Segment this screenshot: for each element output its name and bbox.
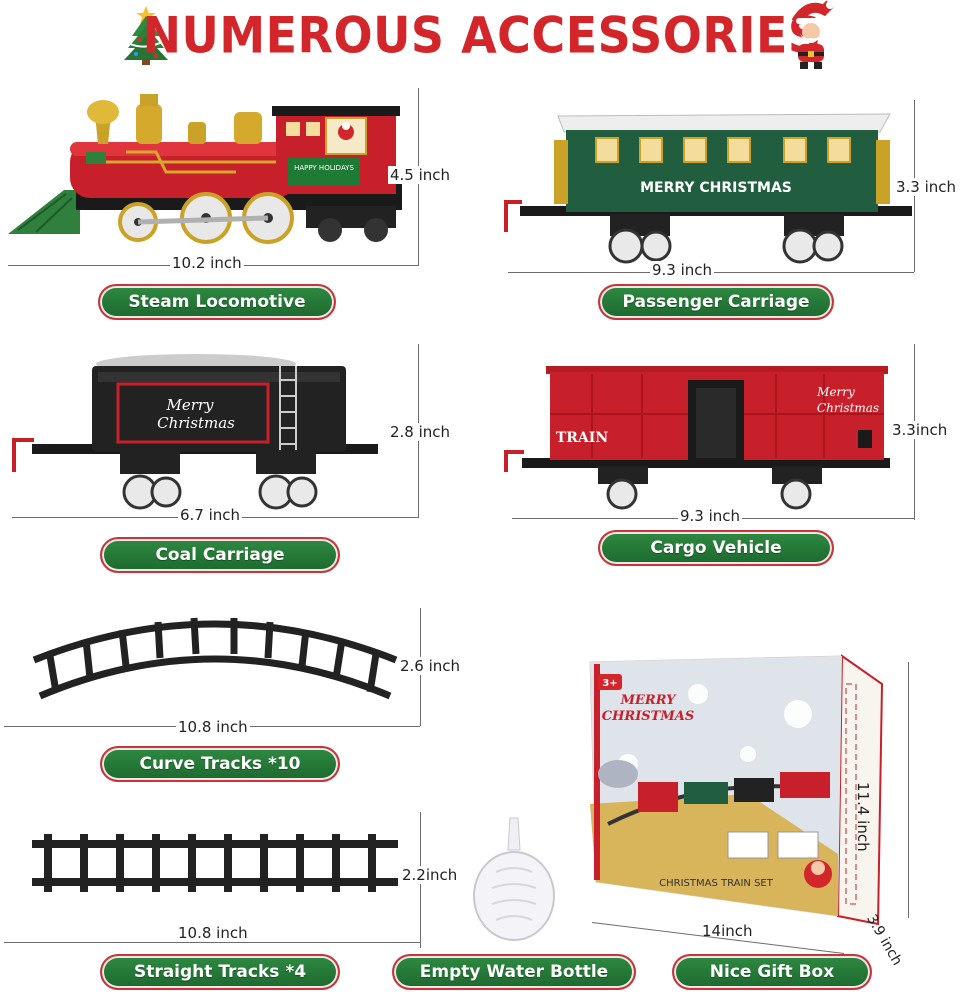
- gift-box-image: 3+ MERRY CHRISTMAS CHRISTMAS TRAIN SET: [589, 654, 884, 926]
- locomotive-plate-text: HAPPY HOLIDAYS: [294, 164, 354, 172]
- box-age-badge: 3+: [602, 678, 617, 689]
- straight-width-line: [4, 942, 420, 943]
- cargo-vehicle-label: Cargo Vehicle: [598, 530, 834, 566]
- cargo-train-text: TRAIN: [556, 430, 608, 446]
- coal-plate-line2: Christmas: [157, 414, 235, 432]
- box-height-line: [908, 662, 909, 918]
- straight-height-label: 2.2inch: [400, 866, 460, 884]
- passenger-plate-text: MERRY CHRISTMAS: [640, 180, 792, 196]
- passenger-carriage-label: Passenger Carriage: [598, 284, 834, 320]
- cargo-width-label: 9.3 inch: [678, 507, 743, 525]
- locomotive-width-label: 10.2 inch: [170, 254, 244, 272]
- box-title-text: CHRISTMAS TRAIN SET: [659, 878, 774, 889]
- coal-plate-line1: Merry: [165, 396, 214, 414]
- santa-icon: [791, 0, 834, 69]
- cargo-plate-line2: Christmas: [817, 401, 879, 415]
- cargo-plate-line1: Merry: [816, 385, 855, 399]
- passenger-height-label: 3.3 inch: [894, 178, 959, 196]
- box-logo-line1: MERRY: [620, 693, 678, 708]
- straight-tracks-image: [32, 834, 398, 892]
- water-bottle-image: [473, 817, 555, 941]
- box-height-label: 11.4 inch: [854, 782, 872, 852]
- curve-tracks-label: Curve Tracks *10: [100, 746, 340, 782]
- box-logo-line2: CHRISTMAS: [602, 709, 694, 724]
- straight-tracks-label: Straight Tracks *4: [100, 954, 340, 990]
- gift-box-label: Nice Gift Box: [672, 954, 872, 990]
- box-width-label: 14inch: [702, 922, 753, 940]
- christmas-tree-icon: [124, 6, 168, 65]
- steam-locomotive-label: Steam Locomotive: [98, 284, 336, 320]
- coal-width-label: 6.7 inch: [178, 506, 243, 524]
- locomotive-height-label: 4.5 inch: [388, 166, 453, 184]
- steam-locomotive-image: HAPPY HOLIDAYS: [8, 94, 402, 244]
- coal-height-label: 2.8 inch: [388, 423, 453, 441]
- coal-carriage-image: Merry Christmas: [12, 354, 378, 510]
- straight-width-label: 10.8 inch: [176, 924, 250, 942]
- page-title: NUMEROUS ACCESSORIES: [142, 5, 822, 65]
- passenger-width-label: 9.3 inch: [650, 261, 715, 279]
- passenger-carriage-image: MERRY CHRISTMAS: [504, 113, 912, 264]
- curve-width-label: 10.8 inch: [176, 718, 250, 736]
- cargo-height-label: 3.3inch: [890, 421, 950, 439]
- curve-tracks-image: [32, 617, 398, 700]
- water-bottle-label: Empty Water Bottle: [392, 954, 636, 990]
- coal-carriage-label: Coal Carriage: [100, 537, 340, 573]
- curve-height-label: 2.6 inch: [398, 657, 463, 675]
- cargo-vehicle-image: TRAIN Merry Christmas: [504, 366, 890, 510]
